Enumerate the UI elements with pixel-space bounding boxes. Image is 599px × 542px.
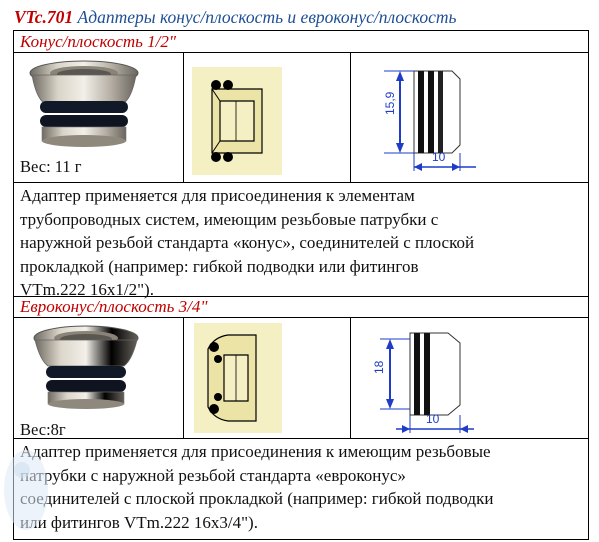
product-code: VTc.701 (14, 7, 74, 27)
description-line: трубопроводных систем, имеющим резьбовые… (20, 209, 439, 229)
adapter-photo-eurocone (33, 325, 139, 409)
cross-section-drawing-cone (192, 67, 282, 175)
weight-label-cone: Вес: 11 г (20, 157, 82, 176)
dimension-height-cone: 15,9 (383, 91, 397, 115)
section-title-eurocone: Евроконус/плоскость 3/4" (20, 297, 208, 316)
description-line: соединителей с плоской прокладкой (напри… (20, 489, 494, 508)
title-text: Адаптеры конус/плоскость и евроконус/пло… (73, 7, 457, 27)
description-cone: Адаптер применяется для присоединения к … (20, 184, 580, 302)
col-divider (183, 52, 184, 182)
row-divider (14, 296, 588, 297)
dimension-drawing-cone: 15,9 10 (356, 57, 582, 177)
description-line: Адаптер применяется для присоединения к … (20, 442, 491, 461)
row-divider (14, 317, 588, 318)
cross-section-drawing-eurocone (194, 323, 282, 433)
dimension-width-cone: 10 (432, 150, 446, 164)
col-divider (350, 317, 351, 438)
description-line: Адаптер применяется для присоединения к … (20, 186, 415, 205)
description-line: прокладкой (например: гибкой подводки ил… (20, 256, 419, 276)
row-divider (14, 52, 588, 53)
dimension-drawing-eurocone: 18 10 (356, 321, 582, 435)
description-line: или фитингов VTm.222 16x3/4"). (20, 512, 258, 532)
row-divider (14, 182, 588, 183)
description-line: VTm.222 16x1/2"). (20, 280, 154, 299)
dimension-height-eurocone: 18 (372, 360, 386, 374)
document-title: VTc.701 Адаптеры конус/плоскость и еврок… (14, 7, 457, 28)
adapter-photo-cone (29, 60, 139, 147)
row-divider (14, 438, 588, 439)
weight-label-eurocone: Вес:8г (20, 420, 66, 439)
spec-table: Конус/плоскость 1/2" Вес: 11 г (13, 30, 589, 540)
description-line: наружной резьбой стандарта «конус», соед… (20, 233, 475, 252)
watermark-logo-graphic (4, 450, 48, 530)
dimension-width-eurocone: 10 (426, 412, 440, 426)
description-line: патрубки с наружной резьбой стандарта «е… (20, 465, 406, 485)
section-title-cone: Конус/плоскость 1/2" (20, 32, 177, 51)
col-divider (350, 52, 351, 182)
col-divider (183, 317, 184, 438)
description-eurocone: Адаптер применяется для присоединения к … (20, 440, 580, 534)
